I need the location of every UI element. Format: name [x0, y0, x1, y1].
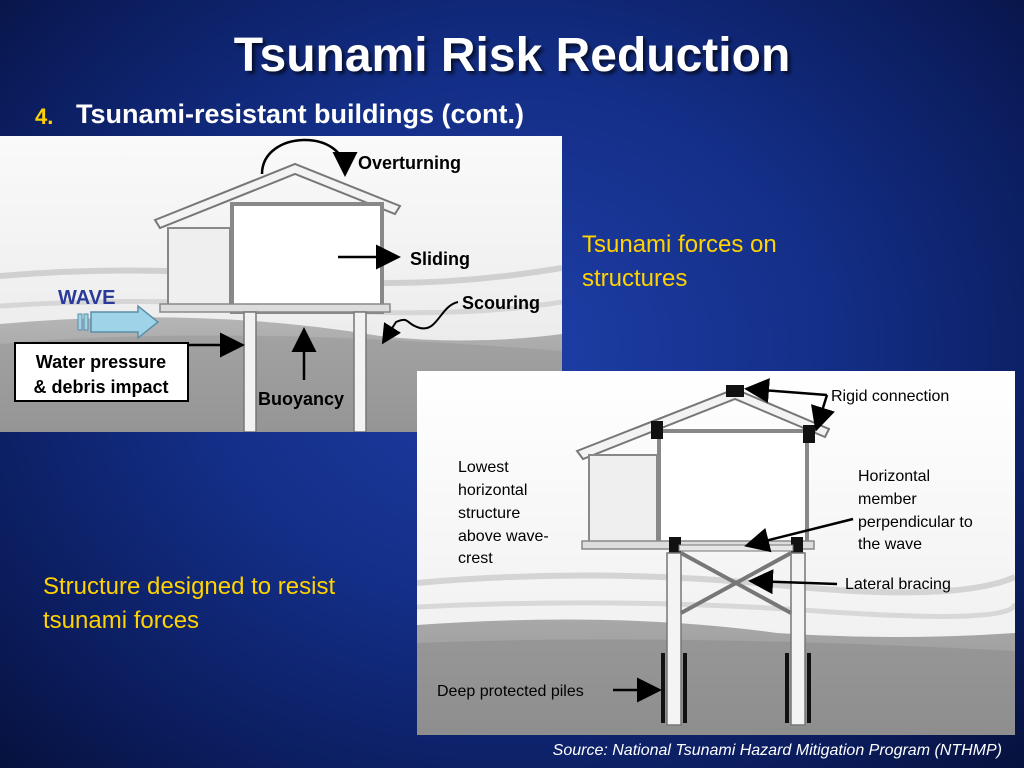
- lowest-line-1: Lowest: [458, 459, 509, 476]
- rigid-arrow-side: [811, 394, 835, 432]
- deep-piles-label: Deep protected piles: [437, 683, 584, 700]
- horizontal-member-label: Horizontal member perpendicular to the w…: [858, 468, 973, 553]
- forces-diagram: Overturning Sliding Scouring WAVE Water …: [0, 136, 562, 432]
- horizontal-member-arrow: [744, 517, 854, 553]
- overturning-arrow: [260, 138, 358, 177]
- resistant-house: [575, 385, 831, 726]
- rigid-connection-label: Rigid connection: [831, 388, 949, 405]
- lateral-bracing-label: Lateral bracing: [845, 576, 951, 593]
- design-diagram: Rigid connection Lowest horizontal struc…: [417, 371, 1015, 735]
- horizontal-line-1: Horizontal: [858, 468, 930, 485]
- lowest-structure-label: Lowest horizontal structure above wave- …: [458, 459, 549, 567]
- caption-forces: Tsunami forces on structures: [582, 231, 777, 292]
- scouring-arrow: [381, 301, 459, 345]
- scouring-label: Scouring: [462, 293, 540, 313]
- sliding-label: Sliding: [410, 249, 470, 269]
- caption-designed: Structure designed to resist tsunami for…: [43, 573, 336, 634]
- lowest-line-3: structure: [458, 505, 520, 522]
- water-pressure-line2: & debris impact: [33, 377, 168, 397]
- slide-title: Tsunami Risk Reduction: [233, 29, 791, 82]
- horizontal-line-2: member: [858, 491, 917, 508]
- lowest-line-2: horizontal: [458, 482, 527, 499]
- house: [153, 162, 402, 432]
- horizontal-line-3: perpendicular to: [858, 514, 973, 531]
- horizontal-line-4: the wave: [858, 536, 922, 553]
- bullet-number: 4.: [35, 104, 54, 129]
- water-pressure-box: [14, 342, 189, 402]
- lowest-line-4: above wave-: [458, 528, 549, 545]
- rigid-arrow-top: [744, 378, 828, 403]
- wave-label: WAVE: [58, 287, 115, 309]
- lateral-bracing-arrow: [748, 569, 838, 595]
- bullet-heading: Tsunami-resistant buildings (cont.): [76, 99, 525, 129]
- overturning-label: Overturning: [358, 153, 461, 173]
- wave-arrow: [77, 304, 160, 340]
- water-pressure-line1: Water pressure: [36, 352, 166, 372]
- buoyancy-label: Buoyancy: [258, 389, 344, 409]
- lowest-line-5: crest: [458, 550, 493, 567]
- source-citation: Source: National Tsunami Hazard Mitigati…: [552, 742, 1002, 759]
